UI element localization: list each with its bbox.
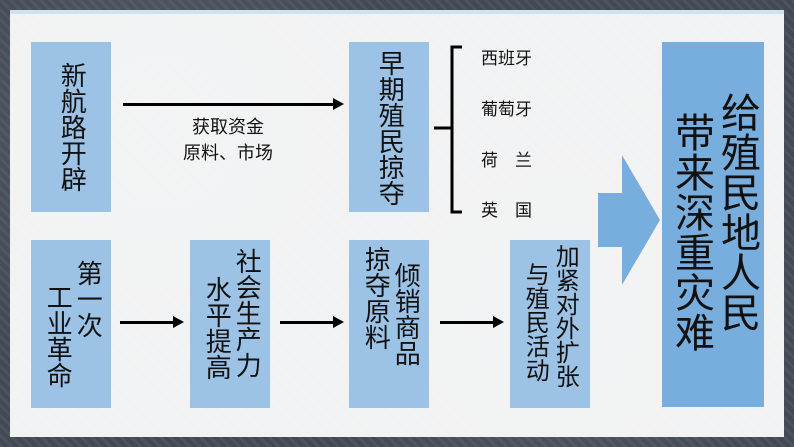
dumping-col2: 掠夺原料 <box>360 246 391 350</box>
arrow-head <box>333 316 344 328</box>
arrow-head <box>333 98 344 110</box>
arrow-3 <box>440 321 495 324</box>
arrow-1 <box>120 321 175 324</box>
strengthen-col1: 加紧对外扩张 <box>551 244 580 388</box>
country-netherlands: 荷 兰 <box>481 151 532 171</box>
first-industrial-revolution-col2: 工业革命 <box>42 284 73 388</box>
strengthen-box: 加紧对外扩张 与殖民活动 <box>510 240 590 408</box>
country-britain: 英 国 <box>481 201 532 221</box>
arrow-head <box>173 316 184 328</box>
productivity-box: 社会生产力 水平提高 <box>190 240 270 408</box>
country-spain: 西班牙 <box>481 49 532 69</box>
result-box: 给殖民地人民 带来深重灾难 <box>662 42 764 407</box>
arrow-2 <box>280 321 335 324</box>
productivity-col1: 社会生产力 <box>231 248 262 378</box>
arrow-new-routes-to-plunder <box>123 103 335 106</box>
result-col1: 给殖民地人民 <box>714 92 760 332</box>
big-arrow-icon <box>598 155 660 285</box>
result-col2: 带来深重灾难 <box>668 112 714 352</box>
productivity-col2: 水平提高 <box>201 276 232 380</box>
early-plunder-box: 早期殖民掠夺 <box>349 42 429 212</box>
dumping-box: 倾销商品 掠夺原料 <box>349 240 429 408</box>
top-stripe <box>10 10 784 14</box>
first-industrial-revolution-box: 第一次 工业革命 <box>31 240 111 408</box>
country-portugal: 葡萄牙 <box>481 100 532 120</box>
new-routes-box: 新航路开辟 <box>31 42 111 212</box>
funding-label-line1: 获取资金 <box>192 117 264 138</box>
strengthen-col2: 与殖民活动 <box>521 262 550 382</box>
new-routes-text: 新航路开辟 <box>56 62 87 192</box>
arrow-head <box>493 316 504 328</box>
first-industrial-revolution-col1: 第一次 <box>72 260 103 338</box>
funding-label-line2: 原料、市场 <box>183 143 273 164</box>
dumping-col1: 倾销商品 <box>390 262 421 366</box>
early-plunder-text: 早期殖民掠夺 <box>374 50 405 206</box>
country-bracket <box>434 45 462 214</box>
